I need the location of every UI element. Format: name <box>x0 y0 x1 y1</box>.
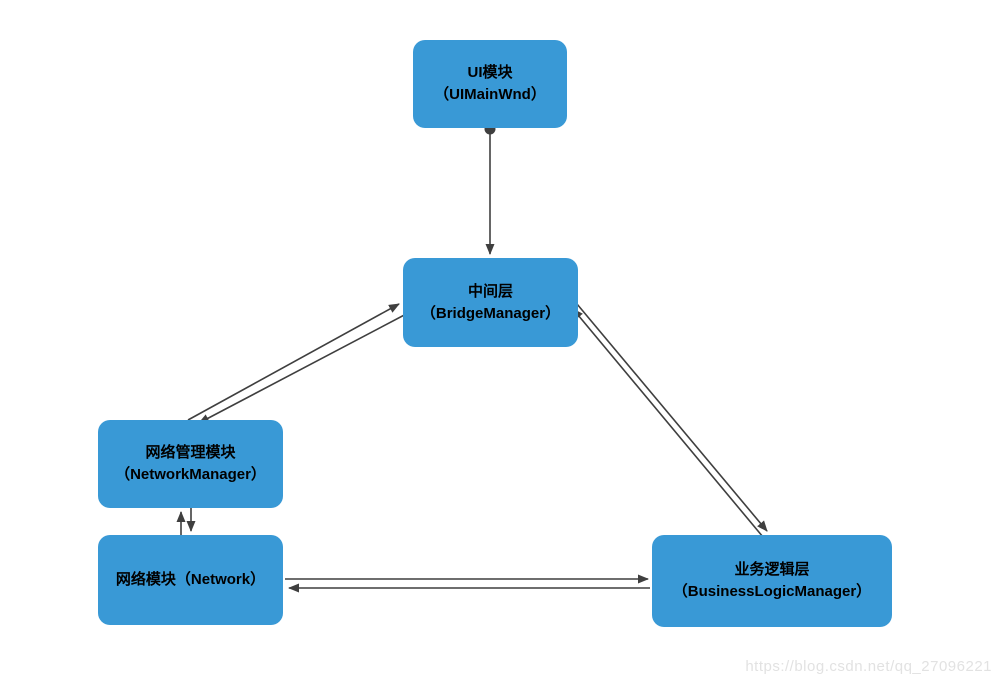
node-bridge-subtitle: （BridgeManager） <box>420 304 561 322</box>
watermark: https://blog.csdn.net/qq_27096221 <box>745 658 992 675</box>
node-network-manager: 网络管理模块 （NetworkManager） <box>98 420 283 508</box>
node-business-subtitle: （BusinessLogicManager） <box>672 583 872 600</box>
node-bridge-title: 中间层 <box>467 282 513 300</box>
edge-business-to-bridge <box>572 308 764 538</box>
node-ui-module: UI模块 （UIMainWnd） <box>413 40 567 128</box>
node-ui-subtitle: （UIMainWnd） <box>434 86 546 103</box>
node-netmgr-title: 网络管理模块 <box>145 444 236 461</box>
node-business-logic-manager: 业务逻辑层 （BusinessLogicManager） <box>652 535 892 627</box>
edge-bridge-to-netmgr <box>198 311 411 424</box>
node-network-title: 网络模块（Network） <box>115 571 266 588</box>
node-ui-title: UI模块 <box>467 64 513 81</box>
node-bridge-manager: 中间层 （BridgeManager） <box>403 258 578 347</box>
node-netmgr-subtitle: （NetworkManager） <box>115 466 266 483</box>
edge-netmgr-to-bridge <box>187 303 400 421</box>
edge-bridge-to-business <box>576 303 768 532</box>
node-business-title: 业务逻辑层 <box>734 561 810 578</box>
node-network: 网络模块（Network） <box>98 535 283 625</box>
